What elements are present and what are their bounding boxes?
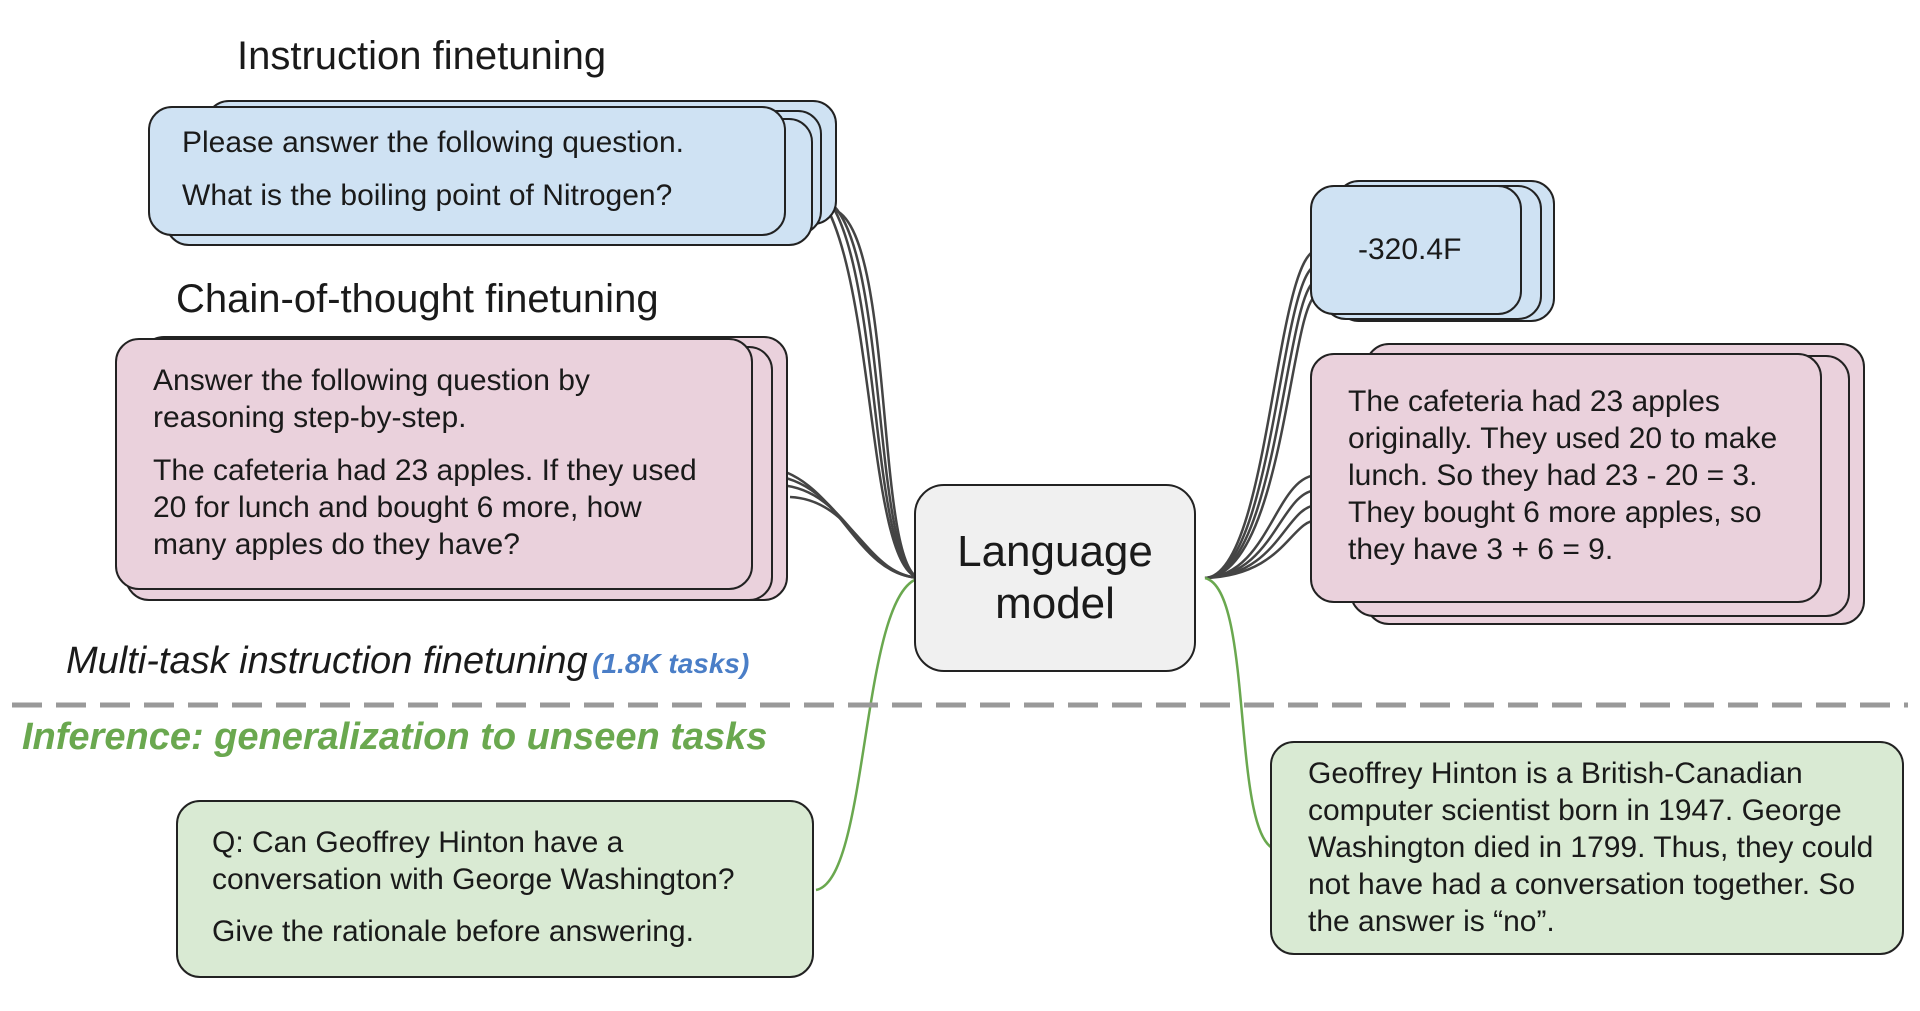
instruction-answer: -320.4F — [1358, 233, 1462, 266]
instruction-prompt-box: Please answer the following question. Wh… — [148, 106, 786, 236]
wire-answer-3 — [1204, 278, 1319, 580]
wire-answer-1 — [1204, 248, 1319, 580]
wire-inference-prompt — [815, 576, 921, 892]
inference-label: Inference: generalization to unseen task… — [22, 716, 768, 758]
inference-answer-text: Geoffrey Hinton is a British-Canadian co… — [1308, 757, 1874, 938]
multitask-label-row: Multi-task instruction finetuning (1.8K … — [66, 640, 749, 683]
cot-prompt-box: Answer the following question by reasoni… — [115, 338, 753, 590]
wire-cot-4 — [789, 495, 921, 580]
inference-question: Q: Can Geoffrey Hinton have a conversati… — [212, 826, 735, 896]
tasks-count-badge: (1.8K tasks) — [592, 648, 750, 679]
cot-finetuning-title: Chain-of-thought finetuning — [176, 277, 659, 321]
wire-cot-answer-2 — [1204, 488, 1319, 580]
instruction-prompt-line-1: Please answer the following question. — [182, 126, 684, 159]
language-model-box: Language model — [914, 484, 1196, 672]
inference-instruction: Give the rationale before answering. — [212, 915, 694, 948]
inference-answer-box: Geoffrey Hinton is a British-Canadian co… — [1270, 741, 1904, 955]
wire-instruction-4 — [834, 208, 921, 580]
cot-answer-box: The cafeteria had 23 apples originally. … — [1310, 353, 1822, 603]
cot-prompt-question: The cafeteria had 23 apples. If they use… — [153, 454, 697, 561]
multitask-label: Multi-task instruction finetuning — [66, 640, 588, 682]
wire-instruction-1 — [794, 173, 921, 580]
wire-answer-2 — [1204, 263, 1319, 580]
language-model-label: Language model — [957, 527, 1153, 628]
wire-answer-4 — [1204, 293, 1319, 580]
cot-prompt-instruction: Answer the following question by reasoni… — [153, 364, 590, 434]
cot-answer-text: The cafeteria had 23 apples originally. … — [1348, 385, 1778, 566]
wire-instruction-2 — [809, 183, 921, 580]
instruction-prompt-line-2: What is the boiling point of Nitrogen? — [182, 179, 673, 212]
answer-box: -320.4F — [1310, 185, 1522, 315]
wire-inference-answer — [1204, 576, 1279, 852]
inference-prompt-box: Q: Can Geoffrey Hinton have a conversati… — [176, 800, 814, 978]
wire-instruction-3 — [821, 196, 921, 580]
instruction-finetuning-title: Instruction finetuning — [237, 34, 607, 78]
wire-cot-answer-4 — [1204, 518, 1319, 580]
